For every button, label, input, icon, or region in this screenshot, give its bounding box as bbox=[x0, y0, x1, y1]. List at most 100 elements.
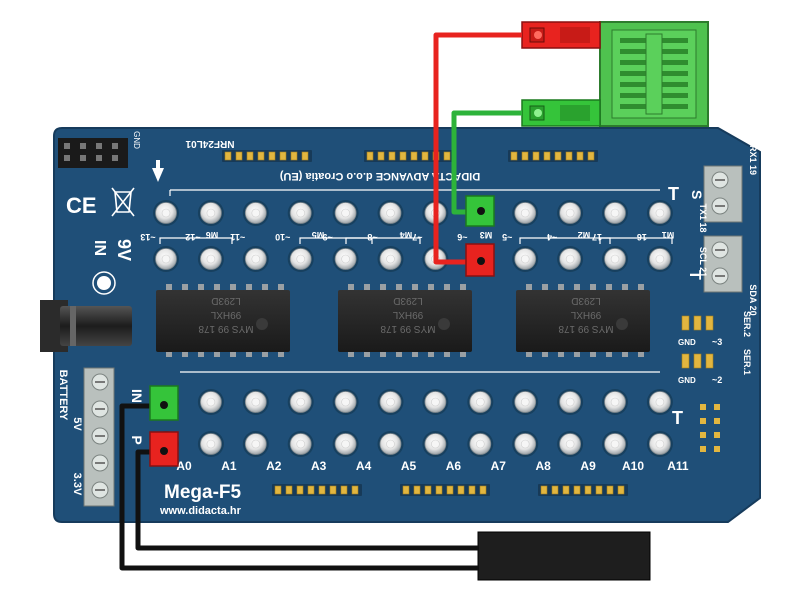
header-pin bbox=[290, 151, 298, 161]
serial-pin bbox=[693, 353, 702, 369]
header-pin bbox=[399, 151, 407, 161]
header-pin bbox=[301, 151, 309, 161]
icsp-pin bbox=[700, 418, 706, 424]
nrf24l01-header bbox=[58, 138, 128, 168]
analog-pin-label: A7 bbox=[491, 459, 507, 473]
potentiometer-sensor bbox=[599, 21, 709, 127]
tx1-label: TX1 18 bbox=[698, 203, 708, 232]
top-pin-label: ~4 bbox=[547, 232, 557, 242]
pad bbox=[377, 200, 404, 226]
header-pin bbox=[402, 485, 410, 495]
header-pin bbox=[307, 485, 315, 495]
gnd-label-top: GND bbox=[132, 131, 141, 149]
header-pin bbox=[573, 485, 581, 495]
sda-label: SDA 20 bbox=[748, 284, 758, 315]
battery-label: BATTERY bbox=[57, 370, 69, 421]
supply-in-label: IN bbox=[91, 240, 108, 256]
motor-label: M6 bbox=[206, 230, 219, 240]
chip-marking: 99HXL bbox=[570, 309, 601, 320]
battery-terminal bbox=[83, 367, 115, 507]
chip-marking: MYS 99 178 bbox=[380, 323, 435, 334]
analog-pin-label: A1 bbox=[221, 459, 237, 473]
nrf-pin bbox=[80, 155, 86, 161]
header-pin bbox=[296, 485, 304, 495]
pad bbox=[332, 246, 359, 272]
sensor-connector-green bbox=[521, 99, 601, 127]
pad bbox=[287, 246, 314, 272]
pad bbox=[377, 389, 404, 415]
top-pin-label: ~5 bbox=[502, 232, 512, 242]
pad bbox=[512, 246, 539, 272]
pad bbox=[242, 246, 269, 272]
header-pin bbox=[279, 151, 287, 161]
header-pin bbox=[246, 151, 254, 161]
icsp-pin bbox=[700, 446, 706, 452]
header-pin bbox=[532, 151, 540, 161]
header-pin bbox=[388, 151, 396, 161]
certification-marks: CE 9V IN bbox=[66, 187, 135, 295]
pad-connector-green-bottom bbox=[149, 385, 179, 421]
battery-3v3-label: 3.3V bbox=[71, 473, 83, 496]
pad bbox=[646, 200, 673, 226]
black-module bbox=[477, 531, 651, 581]
pin2-label: ~2 bbox=[712, 375, 722, 385]
pad bbox=[557, 431, 584, 457]
pad-connector-green-top bbox=[465, 195, 495, 227]
serial-pin bbox=[693, 315, 702, 331]
pad bbox=[287, 431, 314, 457]
pad bbox=[557, 200, 584, 226]
ser1-label: SER.1 bbox=[742, 349, 752, 375]
header-pin bbox=[521, 151, 529, 161]
jack-polarity-ring bbox=[92, 271, 116, 295]
analog-pin-label: A6 bbox=[446, 459, 462, 473]
header-pin bbox=[274, 485, 282, 495]
header-pin bbox=[224, 151, 232, 161]
header-pin bbox=[587, 151, 595, 161]
header-pin bbox=[424, 485, 432, 495]
header-pin bbox=[565, 151, 573, 161]
pad bbox=[646, 431, 673, 457]
top-header-1 bbox=[222, 150, 312, 162]
pad bbox=[332, 389, 359, 415]
header-pin bbox=[285, 485, 293, 495]
top-header-2 bbox=[364, 150, 454, 162]
chip-marking: 99HXL bbox=[392, 309, 423, 320]
analog-pin-label: A3 bbox=[311, 459, 327, 473]
header-pin bbox=[457, 485, 465, 495]
pin-header-strips bbox=[222, 150, 628, 496]
pad bbox=[422, 389, 449, 415]
board-name: Mega-F5 bbox=[164, 482, 242, 503]
chip-marking: MYS 99 178 bbox=[558, 323, 613, 334]
chip-marking: 99HXL bbox=[210, 309, 241, 320]
top-pin-label: 17 bbox=[592, 232, 602, 242]
header-pin bbox=[540, 485, 548, 495]
header-pin bbox=[468, 485, 476, 495]
nrf-pin bbox=[96, 143, 102, 149]
nrf-pin bbox=[64, 155, 70, 161]
header-pin bbox=[318, 485, 326, 495]
board-website: www.didacta.hr bbox=[159, 505, 242, 517]
analog-pin-label: A5 bbox=[401, 459, 417, 473]
icsp-pin bbox=[714, 432, 720, 438]
analog-pin-label: A4 bbox=[356, 459, 372, 473]
tco-label: T bbox=[686, 270, 703, 280]
pad bbox=[512, 200, 539, 226]
pad bbox=[646, 389, 673, 415]
header-pin bbox=[446, 485, 454, 495]
header-pin bbox=[257, 151, 265, 161]
header-pin bbox=[562, 485, 570, 495]
p-label: P bbox=[129, 435, 145, 444]
t-marker-top: T bbox=[668, 184, 679, 204]
pad bbox=[242, 200, 269, 226]
dc-power-jack bbox=[40, 300, 132, 352]
ser2-label: SER.2 bbox=[742, 311, 752, 337]
jack-polarity-icon bbox=[97, 276, 111, 290]
gnd-label-a: GND bbox=[678, 338, 696, 347]
chip-marking: MYS 99 178 bbox=[198, 323, 253, 334]
pad bbox=[377, 431, 404, 457]
header-pin bbox=[435, 485, 443, 495]
header-pin bbox=[551, 485, 559, 495]
